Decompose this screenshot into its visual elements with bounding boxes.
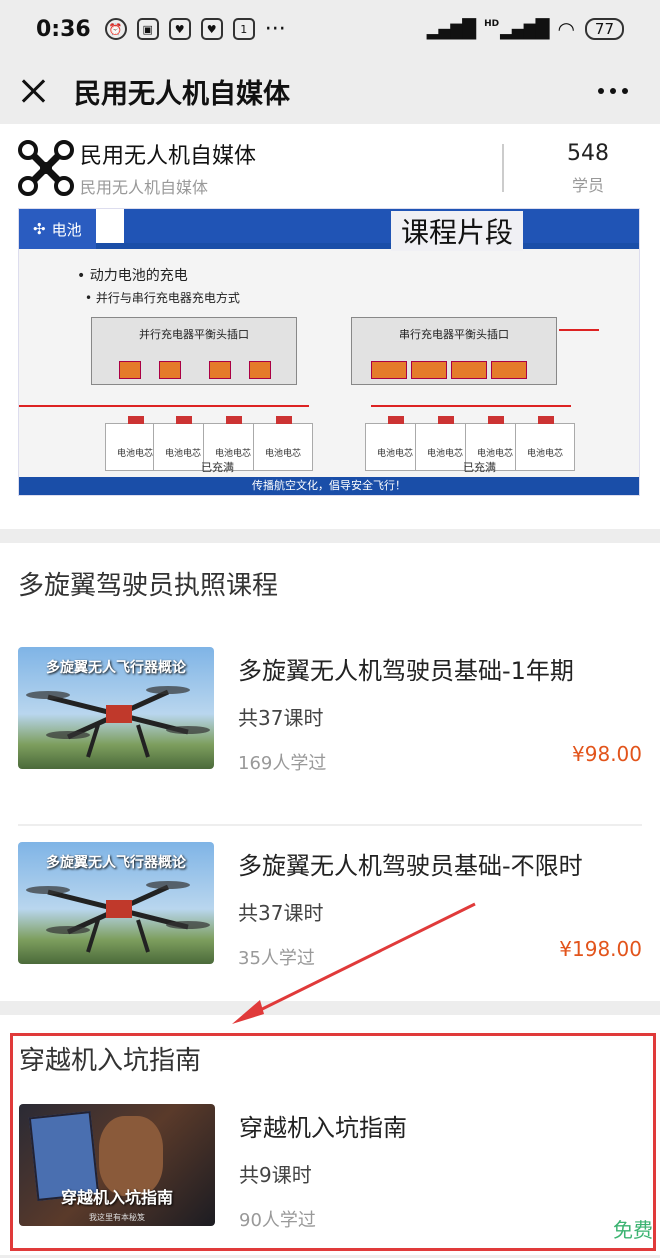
course-price: ¥98.00 [572, 742, 642, 766]
status-right: ▂▄▆█ HD▂▄▆█ ◠ 77 [427, 17, 624, 41]
cell-label: 电池电芯 [376, 449, 413, 459]
heart-icon: ♥ [168, 18, 191, 40]
network-label: HD [484, 18, 500, 29]
course-thumbnail: 多旋翼无人飞行器概论 [18, 647, 214, 769]
more-icon[interactable] [598, 88, 628, 94]
panel-left-label: 并行充电器平衡头插口 [139, 328, 249, 341]
students-count: 548 [567, 140, 609, 166]
course-info: 多旋翼无人机驾驶员基础-1年期 共37课时 169人学过 ¥98.00 [214, 647, 642, 824]
thumbnail-caption: 多旋翼无人飞行器概论 [46, 855, 186, 871]
charged-label: 已充满 [463, 461, 496, 474]
course-thumbnail: 多旋翼无人飞行器概论 [18, 842, 214, 964]
drone-icon [26, 686, 210, 758]
shop-name: 民用无人机自媒体 [80, 144, 257, 169]
course-price: ¥198.00 [559, 937, 642, 961]
wifi-icon: ◠ [557, 17, 575, 41]
thumbnail-subcaption: 我这里有本秘笈 [89, 1213, 145, 1222]
cell-label: 电池电芯 [526, 449, 563, 459]
course-thumbnail: 穿越机入坑指南 我这里有本秘笈 [19, 1104, 215, 1226]
charged-label: 已充满 [201, 461, 234, 474]
close-icon[interactable] [18, 76, 48, 106]
banner-brand: ✣ 电池 [19, 209, 96, 249]
shop-names: 民用无人机自媒体 民用无人机自媒体 [80, 138, 502, 198]
section-pilot-license: 多旋翼驾驶员执照课程 多旋翼无人飞行器概论 多旋翼无人机驾驶员基础-1年期 共3… [0, 543, 660, 1001]
status-bar: 0:36 ⏰ ▣ ♥ ♥ 1 ··· ▂▄▆█ HD▂▄▆█ ◠ 77 [0, 0, 660, 58]
course-lessons: 共37课时 [238, 706, 324, 730]
students-label: 学员 [571, 175, 604, 195]
cell-label: 电池电芯 [164, 449, 201, 459]
battery-icon: 77 [584, 18, 624, 40]
course-banner[interactable]: ✣ 电池 课程片段 • 动力电池的充电 • 并行与串行充电器充电方式 并行充电器平… [18, 208, 640, 496]
course-lessons: 共37课时 [238, 901, 324, 925]
course-info: 穿越机入坑指南 共9课时 90人学过 免费 [215, 1104, 653, 1258]
banner-bullet: • 并行与串行充电器充电方式 [85, 291, 240, 305]
app-icon: ▣ [136, 18, 159, 40]
course-title: 多旋翼无人机驾驶员基础-不限时 [238, 852, 583, 880]
nav-bar: 民用无人机自媒体 [0, 58, 660, 124]
course-item[interactable]: 多旋翼无人飞行器概论 多旋翼无人机驾驶员基础-不限时 共37课时 35人学过 ¥… [18, 824, 642, 1019]
window-icon: 1 [232, 18, 255, 40]
section-title: 穿越机入坑指南 [19, 1046, 202, 1076]
course-lessons: 共9课时 [239, 1163, 312, 1187]
course-item[interactable]: 多旋翼无人飞行器概论 多旋翼无人机驾驶员基础-1年期 共37课时 169人学过 … [18, 629, 642, 824]
shop-card: 民用无人机自媒体 民用无人机自媒体 548 学员 ✣ 电池 课程片段 • 动力电池… [0, 124, 660, 529]
divider [502, 144, 504, 192]
alarm-icon: ⏰ [104, 18, 127, 40]
section-title: 多旋翼驾驶员执照课程 [18, 571, 279, 601]
heart-icon: ♥ [200, 18, 223, 40]
students-stat: 548 学员 [558, 141, 618, 196]
course-price: 免费 [613, 1218, 653, 1242]
course-info: 多旋翼无人机驾驶员基础-不限时 共37课时 35人学过 ¥198.00 [214, 842, 642, 1019]
panel-right-label: 串行充电器平衡头插口 [399, 328, 509, 341]
cell-label: 电池电芯 [426, 449, 463, 459]
course-title: 穿越机入坑指南 [239, 1114, 407, 1142]
course-learners: 90人学过 [239, 1210, 316, 1231]
status-time: 0:36 [36, 16, 91, 42]
person-image [99, 1116, 163, 1196]
thumbnail-caption: 多旋翼无人飞行器概论 [46, 660, 186, 676]
drone-logo-icon [18, 140, 74, 196]
signal-icon: ▂▄▆█ [426, 18, 476, 40]
banner-title: 课程片段 [391, 211, 524, 251]
banner-header: ✣ 电池 课程片段 [19, 209, 639, 251]
highlight-box: 穿越机入坑指南 穿越机入坑指南 我这里有本秘笈 穿越机入坑指南 共9课时 90人… [10, 1033, 656, 1251]
shop-subtitle: 民用无人机自媒体 [80, 178, 209, 197]
cell-label: 电池电芯 [264, 449, 301, 459]
course-title: 多旋翼无人机驾驶员基础-1年期 [238, 657, 574, 685]
drone-icon: ✣ [33, 220, 46, 238]
banner-footer: 传播航空文化，倡导安全飞行！ [19, 477, 639, 495]
cell-label: 电池电芯 [476, 449, 513, 459]
banner-brand-label: 电池 [51, 220, 82, 239]
course-item[interactable]: 穿越机入坑指南 我这里有本秘笈 穿越机入坑指南 共9课时 90人学过 免费 [19, 1096, 653, 1258]
shop-row[interactable]: 民用无人机自媒体 民用无人机自媒体 548 学员 [18, 134, 642, 202]
more-notifications-icon: ··· [264, 16, 286, 42]
thumbnail-caption: 穿越机入坑指南 [60, 1188, 173, 1207]
cell-label: 电池电芯 [214, 449, 251, 459]
status-icons: ⏰ ▣ ♥ ♥ 1 ··· [104, 16, 286, 42]
course-learners: 169人学过 [238, 753, 327, 774]
banner-bullet: • 动力电池的充电 [77, 268, 188, 284]
drone-icon [26, 881, 210, 953]
hd-signal-icon: HD▂▄▆█ [484, 18, 549, 40]
banner-bullets: • 动力电池的充电 • 并行与串行充电器充电方式 [19, 249, 639, 306]
page-title: 民用无人机自媒体 [74, 78, 290, 110]
section-fpv-guide-card: 穿越机入坑指南 穿越机入坑指南 我这里有本秘笈 穿越机入坑指南 共9课时 90人… [0, 1015, 660, 1255]
cell-label: 电池电芯 [116, 449, 153, 459]
